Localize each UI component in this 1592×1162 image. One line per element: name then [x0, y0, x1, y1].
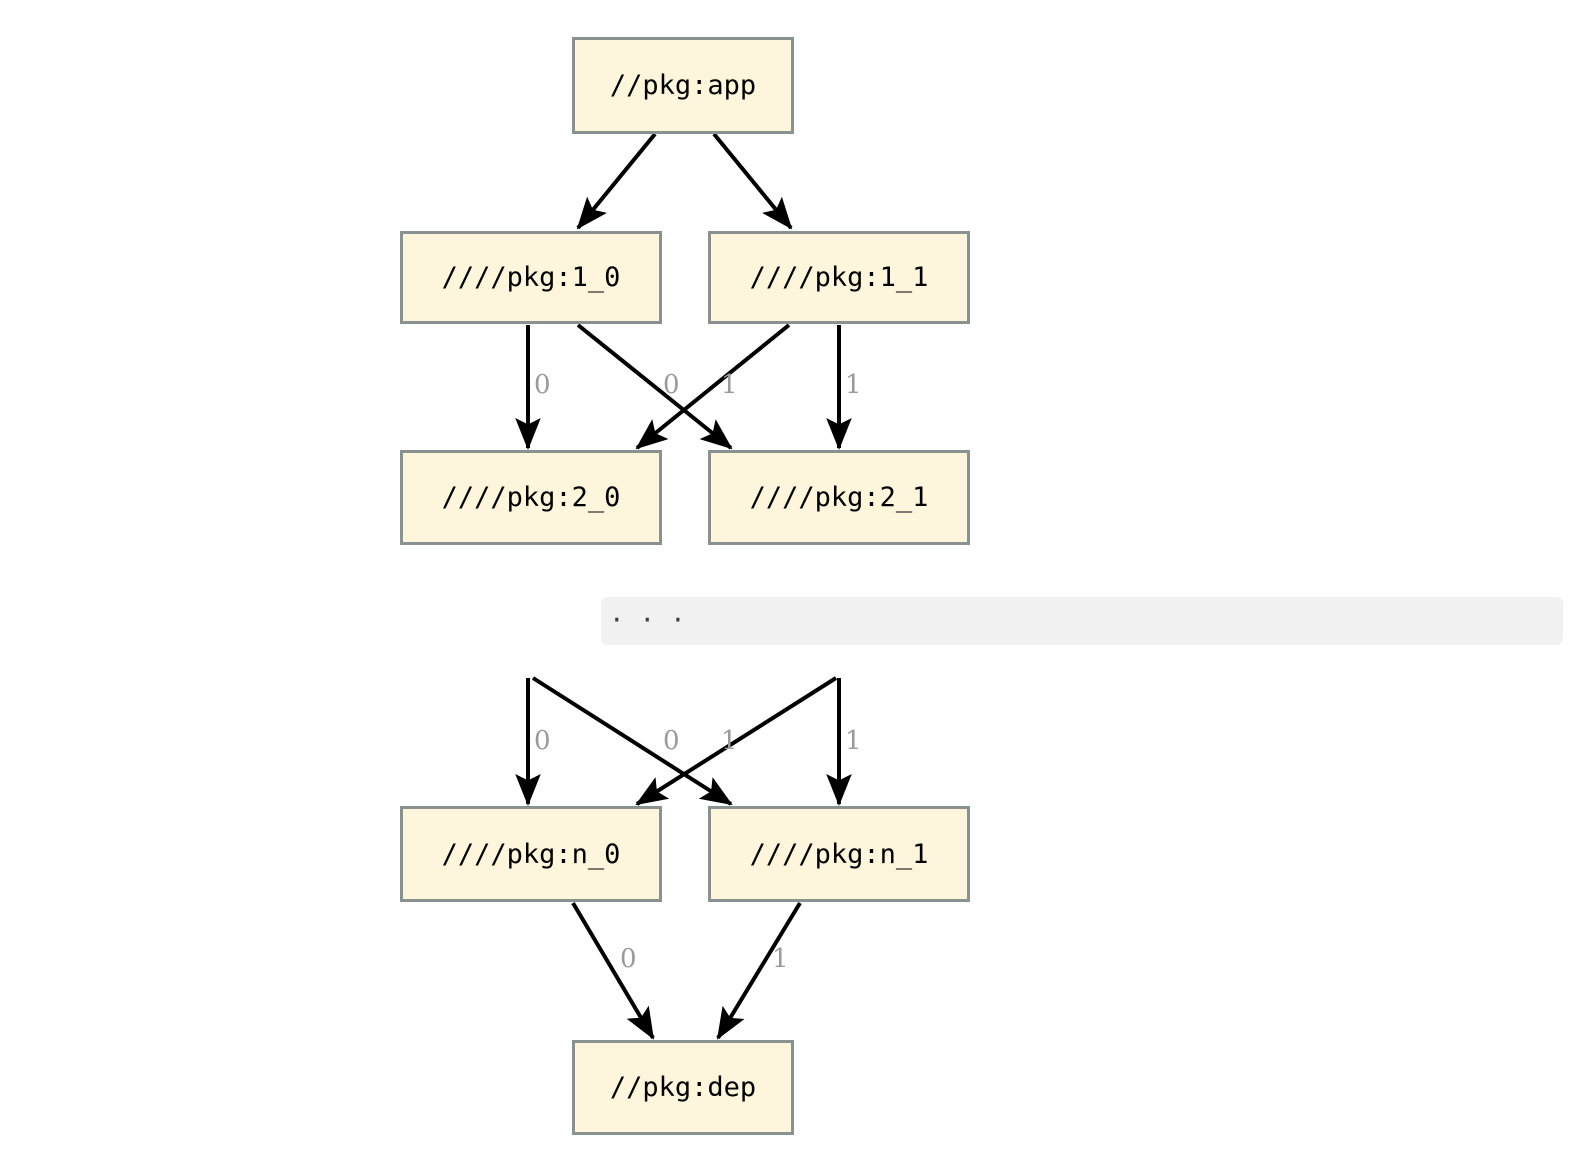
node-label: ////pkg:n_0 — [441, 838, 621, 870]
edge-e-1_1-2_0 — [635, 323, 791, 450]
node-nn_0[interactable]: ////pkg:n_0 — [400, 806, 662, 902]
node-label: ////pkg:2_1 — [749, 482, 929, 513]
edge-e-x-n_1 — [531, 676, 733, 806]
edge-label-e-1_0-2_1: 0 — [663, 370, 680, 400]
edge-label-e-n_0-dep: 0 — [620, 944, 637, 974]
edge-e-y-n_0 — [635, 676, 838, 806]
edge-e-n_0-dep — [571, 901, 655, 1040]
edge-lines — [515, 132, 852, 1040]
node-label: //pkg:app — [609, 70, 757, 101]
edge-e-n_1-dep — [716, 901, 802, 1040]
edge-label-e-x-n_0: 0 — [534, 726, 551, 756]
edge-label-e-1_1-2_0: 1 — [721, 370, 738, 400]
node-label: ////pkg:2_0 — [441, 482, 621, 513]
node-label: ////pkg:n_1 — [749, 838, 929, 870]
edge-label-e-1_0-2_0: 0 — [534, 370, 551, 400]
node-n1_1[interactable]: ////pkg:1_1 — [708, 231, 970, 324]
edge-e-1_0-2_1 — [576, 323, 733, 450]
node-n2_1[interactable]: ////pkg:2_1 — [708, 450, 970, 545]
node-nn_1[interactable]: ////pkg:n_1 — [708, 806, 970, 902]
ellipsis-band — [601, 597, 1563, 645]
node-label: ////pkg:1_0 — [441, 262, 621, 293]
node-label: ////pkg:1_1 — [749, 262, 929, 293]
node-dep[interactable]: //pkg:dep — [572, 1040, 794, 1135]
node-n1_0[interactable]: ////pkg:1_0 — [400, 231, 662, 324]
edge-label-e-y-n_1: 1 — [845, 726, 862, 756]
edge-e-app-1_1 — [712, 132, 793, 230]
ellipsis-dots: ··· — [612, 603, 704, 638]
node-n2_0[interactable]: ////pkg:2_0 — [400, 450, 662, 545]
node-app[interactable]: //pkg:app — [572, 37, 794, 134]
edge-label-e-x-n_1: 0 — [663, 726, 680, 756]
edge-label-e-1_1-2_1: 1 — [845, 370, 862, 400]
edge-e-app-1_0 — [576, 132, 657, 230]
node-label: //pkg:dep — [609, 1072, 757, 1103]
edge-label-e-n_1-dep: 1 — [772, 944, 789, 974]
edge-label-e-y-n_0: 1 — [721, 726, 738, 756]
